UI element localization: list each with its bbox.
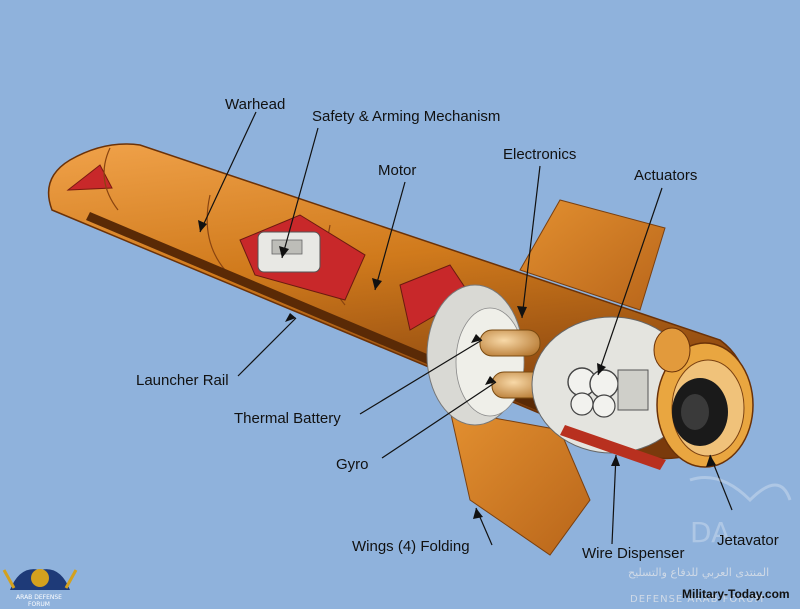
actuator-wheel — [570, 392, 594, 416]
upper-wing — [519, 199, 666, 311]
watermark-forum-english: DEFENSE ARAB FORUM — [630, 594, 765, 605]
actuator-wheel — [589, 369, 619, 399]
label-wire-dispenser: Wire Dispenser — [582, 545, 685, 562]
label-warhead: Warhead — [225, 96, 286, 113]
svg-text:DA: DA — [690, 516, 730, 549]
tracer-cylinder — [653, 327, 691, 373]
forum-badge-logo — [2, 569, 78, 590]
actuator-wheel — [592, 394, 616, 418]
body-ring — [206, 194, 226, 271]
actuator-block — [617, 369, 649, 411]
watermark-emblem: DA — [689, 476, 792, 549]
label-launcher-rail: Launcher Rail — [136, 372, 229, 389]
leader-arrowheads — [198, 220, 716, 519]
label-electronics: Electronics — [503, 146, 577, 163]
thermal-battery-shape — [479, 329, 541, 357]
electronics-disc-inner — [455, 307, 525, 417]
label-wings-folding: Wings (4) Folding — [352, 538, 470, 555]
watermark-forum-arabic: المنتدى العربي للدفاع والتسليح — [628, 566, 770, 579]
jetavator-nozzle-inner — [681, 394, 709, 430]
nose-cutaway — [66, 164, 113, 191]
label-safety-arming: Safety & Arming Mechanism — [312, 108, 501, 125]
wire-dispenser-shape — [560, 425, 666, 470]
label-thermal-battery: Thermal Battery — [234, 410, 341, 427]
label-gyro: Gyro — [336, 456, 369, 473]
leader-lines — [199, 111, 733, 546]
label-actuators: Actuators — [634, 167, 698, 184]
lower-wing — [449, 409, 591, 556]
watermark-credit: Military-Today.com — [682, 587, 790, 601]
body-ring — [103, 147, 119, 211]
badge-text: ARAB DEFENSE FORUM — [16, 594, 62, 608]
label-motor: Motor — [378, 162, 417, 179]
label-jetavator: Jetavator — [717, 532, 779, 549]
